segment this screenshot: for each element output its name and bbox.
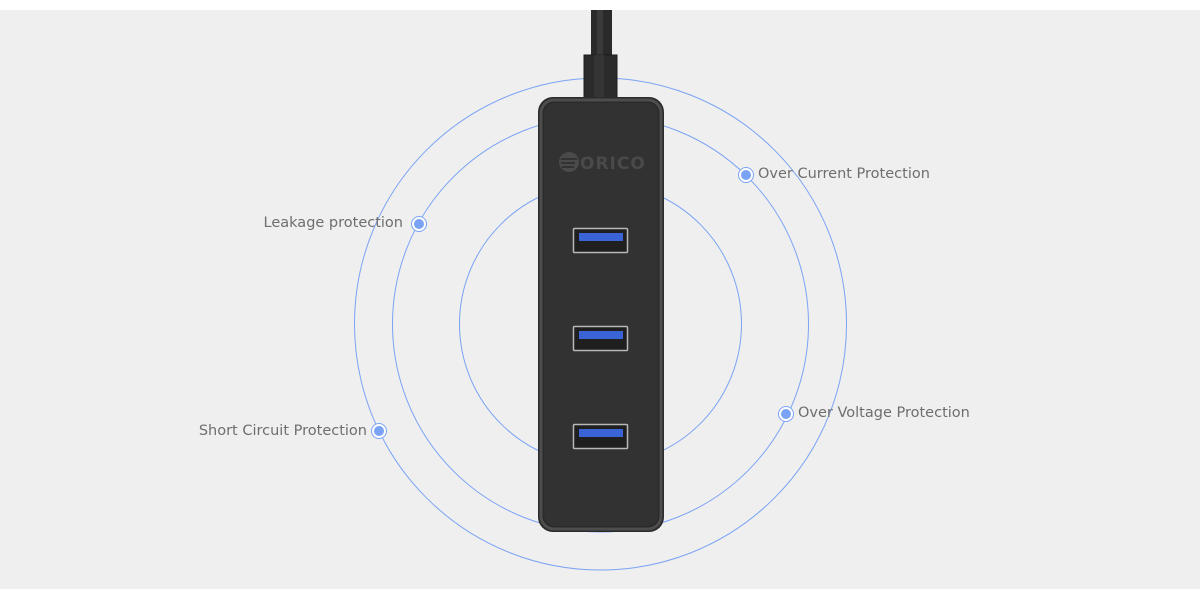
- svg-text:ORICO: ORICO: [580, 154, 646, 174]
- usb-cable: [583, 10, 618, 100]
- usb-port-2: [572, 325, 629, 352]
- usb-port-3: [572, 423, 629, 450]
- feature-marker-icon: [372, 424, 386, 438]
- feature-label-leakage: Leakage protection: [263, 215, 403, 231]
- feature-marker-icon: [779, 407, 793, 421]
- feature-label-short-circuit: Short Circuit Protection: [198, 423, 367, 439]
- feature-marker-icon: [739, 168, 753, 182]
- usb-port-1: [572, 227, 629, 254]
- hub-body: [538, 97, 664, 532]
- feature-marker-icon: [412, 217, 426, 231]
- feature-label-over-current: Over Current Protection: [758, 166, 930, 182]
- orico-logo: ORICO: [559, 152, 646, 174]
- feature-label-over-voltage: Over Voltage Protection: [798, 405, 970, 421]
